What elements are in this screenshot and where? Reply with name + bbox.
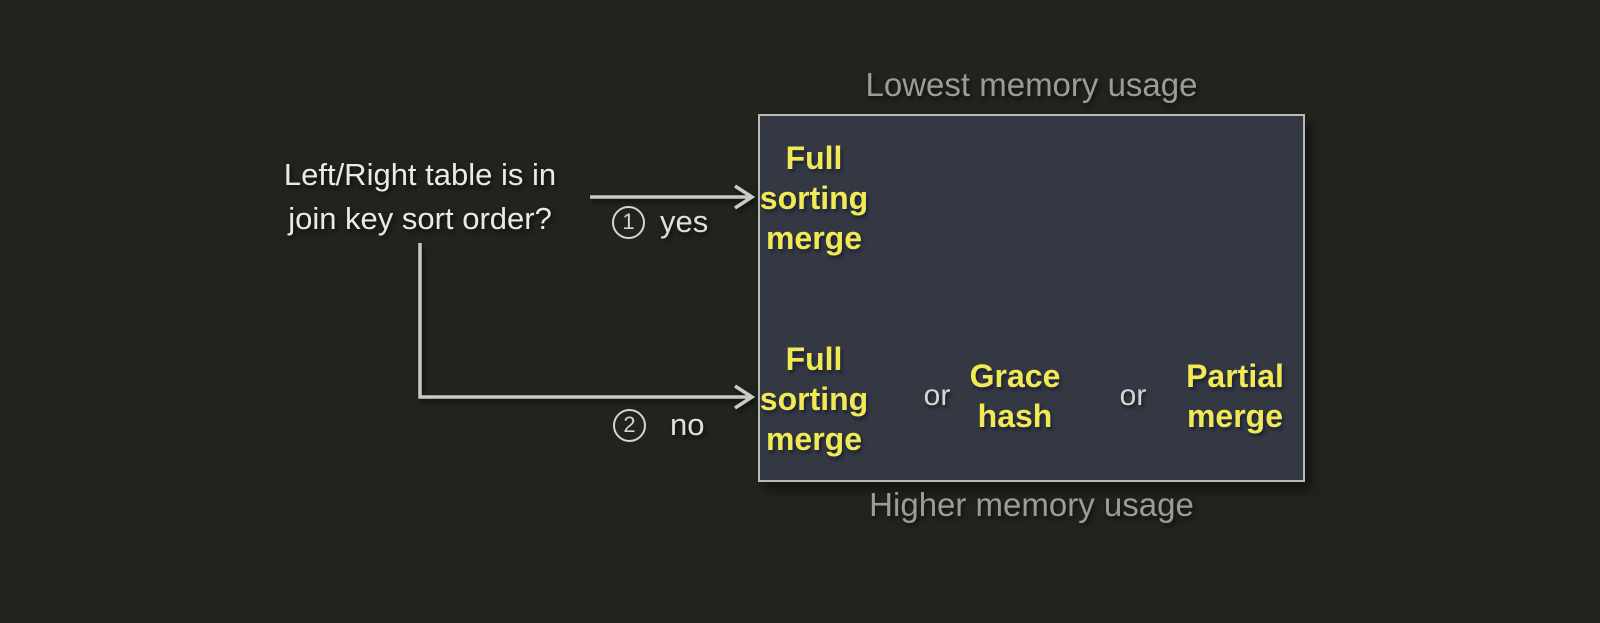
no-arrow xyxy=(418,243,756,410)
branch-no-word: no xyxy=(670,407,705,442)
circled-number-1-icon: 1 xyxy=(612,205,645,239)
method-partial-merge: Partial merge xyxy=(1186,358,1284,434)
branch-no-label: 2 no xyxy=(613,407,704,443)
higher-memory-usage-label: Higher memory usage xyxy=(869,486,1194,523)
lowest-memory-usage-label: Lowest memory usage xyxy=(865,66,1198,103)
or-label-1: or xyxy=(923,379,951,412)
yes-arrow xyxy=(590,184,756,210)
join-methods-box: Full sorting merge Full sorting merge or… xyxy=(758,114,1305,482)
or-label-2: or xyxy=(1119,379,1147,412)
method-full-sorting-merge-unsorted: Full sorting merge xyxy=(759,341,869,457)
method-grace-hash: Grace hash xyxy=(969,358,1061,434)
question-text: Left/Right table is in join key sort ord… xyxy=(283,157,557,236)
circled-number-2-icon: 2 xyxy=(613,408,646,442)
method-full-sorting-merge-sorted: Full sorting merge xyxy=(759,140,869,256)
branch-yes-word: yes xyxy=(660,204,709,239)
branch-yes-label: 1 yes xyxy=(612,204,708,240)
